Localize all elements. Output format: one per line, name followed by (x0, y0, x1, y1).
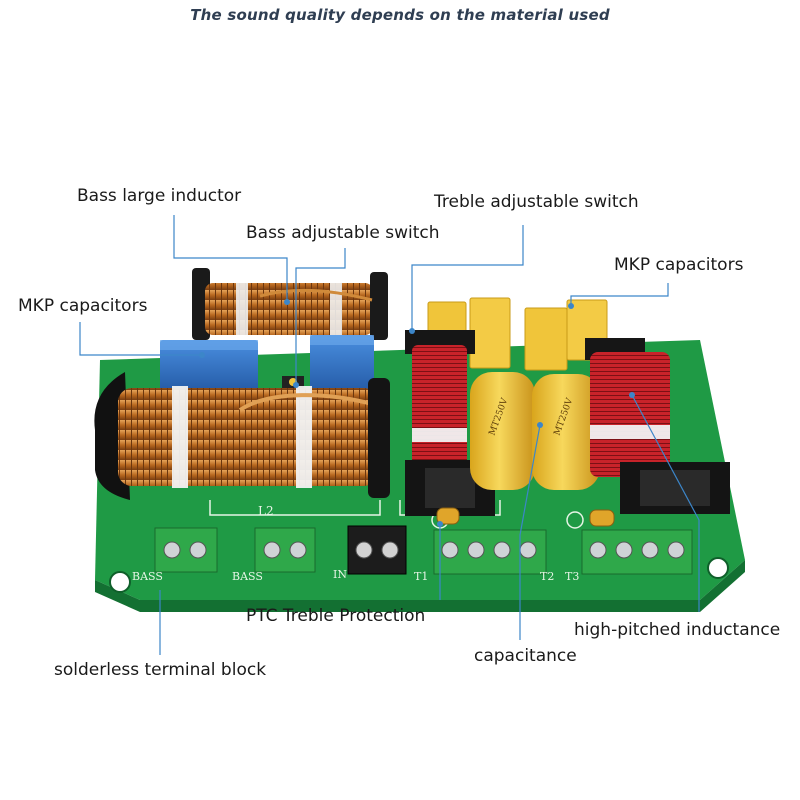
yellow-small-capacitors (427, 297, 608, 371)
callout-ptc-treble-protection: PTC Treble Protection (246, 606, 426, 626)
callout-mkp-capacitors-right: MKP capacitors (614, 255, 744, 275)
blue-mkp-capacitors (160, 335, 374, 393)
silk-label-l2: L2 (258, 504, 274, 518)
terminal-block-input (347, 525, 407, 575)
terminal-block-bass1 (154, 527, 218, 573)
terminal-blocks: BASS BASS IN T1 T2 T3 (132, 525, 693, 583)
terminal-block-t3 (581, 529, 693, 575)
silk-label-t1: T1 (414, 570, 428, 583)
callout-high-pitched-inductance: high-pitched inductance (574, 620, 781, 640)
bass-large-inductor: L2 (94, 372, 390, 518)
callout-dots (199, 299, 635, 527)
silk-label-bass: BASS (132, 570, 163, 583)
bass-small-inductor (192, 268, 388, 340)
callout-leader-lines (79, 215, 700, 655)
callout-mkp-capacitors-left: MKP capacitors (18, 296, 148, 316)
silk-label-bass: BASS (232, 570, 263, 583)
callout-treble-adjustable-switch: Treble adjustable switch (434, 192, 639, 212)
silk-label-t2: T2 (540, 570, 554, 583)
mounting-hole (109, 571, 131, 593)
silk-label-t3: T3 (565, 570, 579, 583)
silk-label-input: IN (333, 568, 347, 581)
terminal-block-t1-t2 (433, 529, 547, 575)
yellow-film-capacitors: MT250V MT250V (470, 372, 600, 490)
callout-bass-adjustable-switch: Bass adjustable switch (246, 223, 440, 243)
headline: The sound quality depends on the materia… (190, 6, 610, 24)
callout-bass-large-inductor: Bass large inductor (77, 186, 242, 206)
callout-capacitance: capacitance (474, 646, 577, 666)
treble-inductor-left (405, 330, 495, 516)
mounting-hole (707, 557, 729, 579)
callout-solderless-terminal-block: solderless terminal block (54, 660, 267, 680)
ptc-treble-protection-components (436, 507, 615, 527)
terminal-block-bass2 (254, 527, 316, 573)
